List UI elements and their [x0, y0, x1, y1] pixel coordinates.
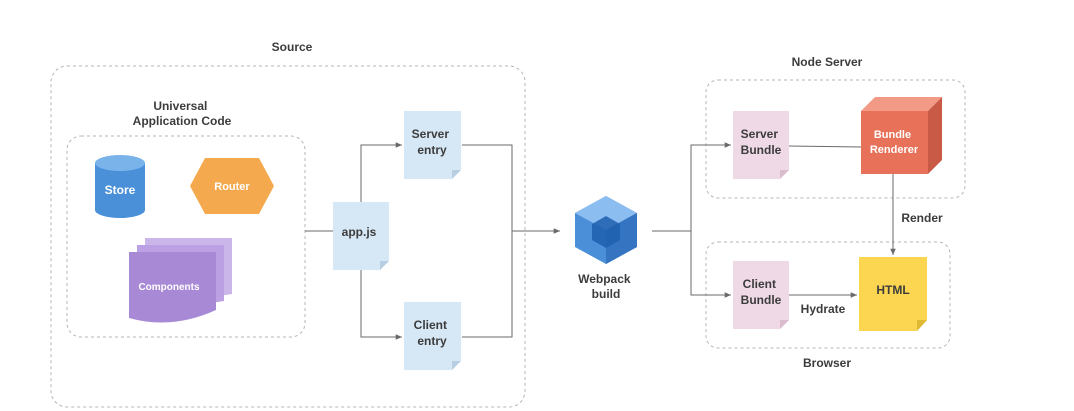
server-entry-node: Server entry [404, 111, 461, 179]
node-server-label: Node Server [792, 55, 863, 69]
webpack-line1: Webpack [578, 272, 631, 286]
server-entry-line1: Server [412, 127, 450, 141]
app-js-node: app.js [333, 202, 389, 270]
client-entry-line1: Client [414, 318, 447, 332]
hydrate-label: Hydrate [801, 302, 846, 316]
svg-text:Client entry: Client entry [414, 318, 451, 348]
server-bundle-line2: Bundle [741, 143, 782, 157]
server-bundle-node: Server Bundle [733, 111, 789, 179]
source-group [50, 65, 526, 408]
browser-label: Browser [803, 356, 851, 370]
bundle-renderer-line2: Renderer [870, 144, 919, 156]
svg-text:Server Bundle: Server Bundle [741, 127, 782, 157]
server-entry-line2: entry [417, 143, 447, 157]
store-node: Store [95, 155, 145, 218]
client-bundle-node: Client Bundle [733, 261, 789, 329]
app-js-label: app.js [342, 225, 377, 239]
router-label: Router [214, 181, 250, 193]
svg-text:Server entry: Server entry [412, 127, 453, 157]
router-node: Router [190, 158, 274, 214]
html-label: HTML [876, 283, 909, 297]
source-label: Source [272, 40, 313, 54]
webpack-line2: build [592, 287, 621, 301]
render-label: Render [901, 211, 943, 225]
svg-text:Client Bundle: Client Bundle [741, 277, 782, 307]
svg-text:Webpack build: Webpack build [578, 272, 634, 301]
conn-webpack-to-client-bundle [690, 231, 731, 298]
conn-server-entry-to-webpack [462, 144, 513, 338]
svg-text:Bundle Renderer: Bundle Renderer [870, 129, 919, 156]
universal-app-code-group [66, 135, 306, 338]
webpack-node: Webpack build [575, 196, 637, 301]
bundle-renderer-node: Bundle Renderer [861, 97, 942, 174]
conn-server-bundle-to-renderer [788, 145, 862, 148]
client-entry-node: Client entry [404, 302, 461, 370]
bundle-renderer-line1: Bundle [874, 129, 911, 141]
components-node: Components [129, 238, 232, 323]
client-entry-line2: entry [417, 334, 447, 348]
client-bundle-line1: Client [743, 277, 776, 291]
universal-app-code-label: Universal Application Code [133, 99, 232, 128]
client-bundle-line2: Bundle [741, 293, 782, 307]
server-bundle-line1: Server [741, 127, 779, 141]
node-server-group [705, 79, 966, 199]
html-node: HTML [859, 257, 927, 331]
store-label: Store [105, 183, 136, 197]
conn-webpack-to-bundles [652, 142, 731, 232]
components-label: Components [138, 282, 200, 293]
